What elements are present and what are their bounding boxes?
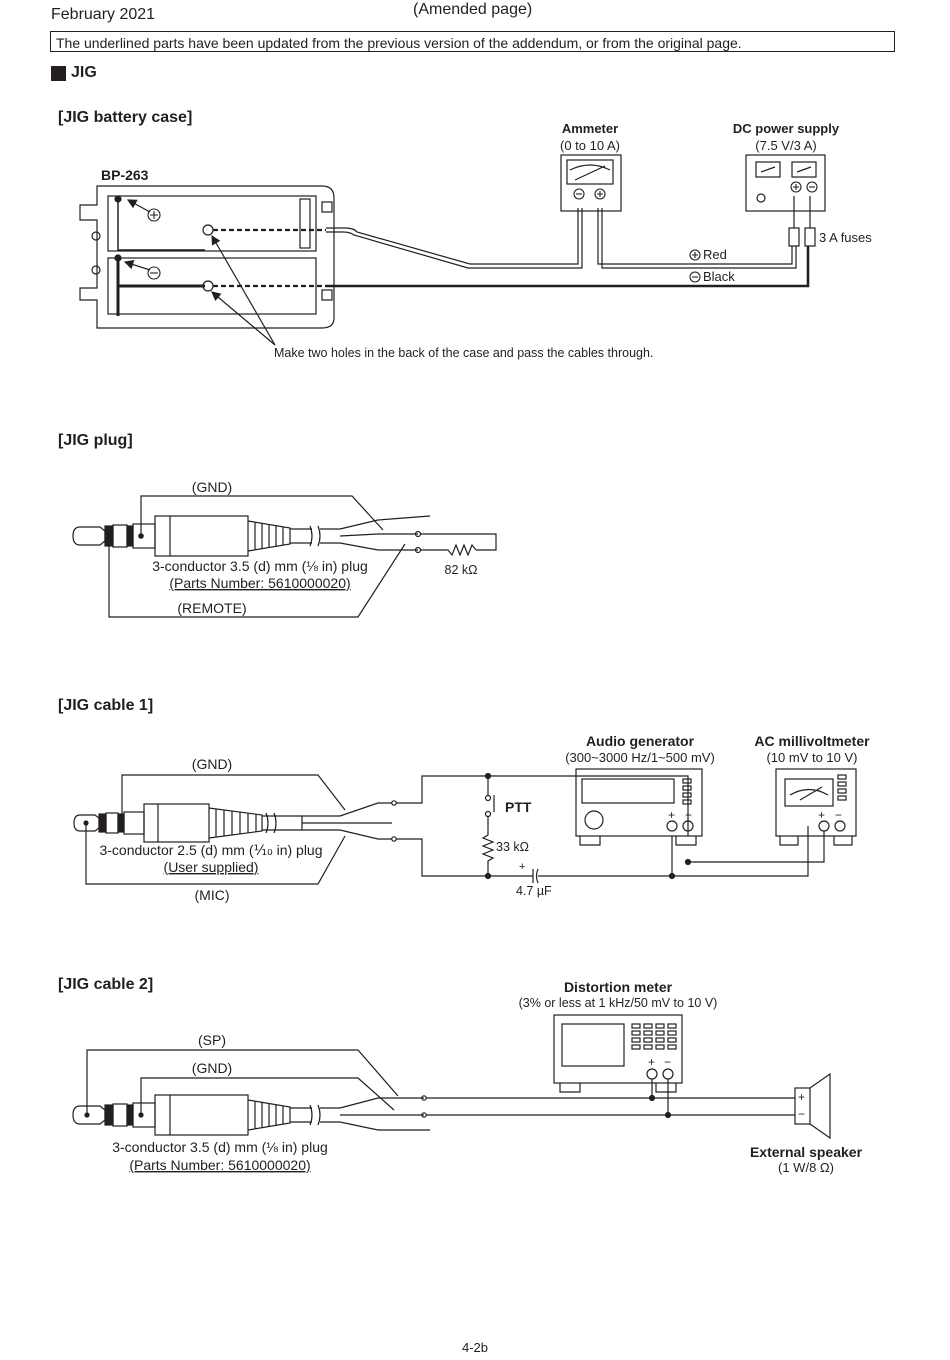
- section-marker: [51, 66, 66, 81]
- red-label: Red: [703, 247, 727, 262]
- main-title: JIG: [71, 64, 97, 81]
- cable2-title: [JIG cable 2]: [58, 976, 154, 993]
- jig-plug-diagram: [72, 495, 497, 618]
- audio-gen-spec: (300~3000 Hz/1~500 mV): [565, 750, 715, 765]
- capacitor-plus: +: [519, 861, 525, 873]
- spk-plus: +: [798, 1090, 805, 1104]
- millivoltmeter-box: [775, 768, 857, 837]
- external-speaker: [794, 1087, 811, 1125]
- cable1-plug-tip: [73, 814, 100, 832]
- cable1-diagram: [73, 768, 857, 885]
- update-notice: The underlined parts have been updated f…: [50, 31, 895, 52]
- cable2-gnd-label: (GND): [192, 1060, 232, 1076]
- page-number: 4-2b: [461, 1340, 489, 1355]
- plug-remote-label: (REMOTE): [177, 600, 246, 616]
- mv-minus: −: [835, 808, 842, 822]
- pack-label: BP-263: [101, 167, 149, 183]
- distortion-spec: (3% or less at 1 kHz/50 mV to 10 V): [519, 996, 718, 1010]
- dist-plus: +: [648, 1055, 655, 1069]
- amended-label: (Amended page): [413, 1, 533, 18]
- agen-plus: +: [668, 808, 675, 822]
- battery-symbols: [147, 181, 818, 283]
- cable1-gnd-label: (GND): [192, 756, 232, 772]
- plug-parts-number: (Parts Number: 5610000020): [169, 575, 350, 591]
- battery-case-diagram: [79, 154, 826, 346]
- battery-pack: [79, 185, 335, 329]
- plug-resistor-label: 82 kΩ: [445, 563, 478, 577]
- dist-minus: −: [664, 1055, 671, 1069]
- distortion-meter-box: [553, 1014, 683, 1084]
- cable1-user-supplied: (User supplied): [164, 859, 259, 875]
- holes-note: Make two holes in the back of the case a…: [274, 346, 653, 360]
- audio-gen-title: Audio generator: [586, 733, 695, 749]
- fuses-label: 3 A fuses: [819, 230, 872, 245]
- psu-title: DC power supply: [733, 121, 840, 136]
- plug-desc: 3-conductor 3.5 (d) mm (⅛ in) plug: [152, 558, 368, 574]
- cable2-plug-tip: [72, 1105, 106, 1125]
- capacitor-label: 4.7 µF: [516, 884, 552, 898]
- header-date: February 2021: [51, 6, 156, 23]
- ammeter-box: [560, 154, 622, 212]
- plug-title: [JIG plug]: [58, 432, 133, 449]
- cable1-mic-label: (MIC): [195, 887, 230, 903]
- cable1-resistor-label: 33 kΩ: [496, 840, 529, 854]
- audio-generator-box: [575, 768, 703, 837]
- cable2-parts-number: (Parts Number: 5610000020): [129, 1157, 310, 1173]
- cable2-plug-desc: 3-conductor 3.5 (d) mm (⅛ in) plug: [112, 1139, 328, 1155]
- ammeter-range: (0 to 10 A): [560, 138, 620, 153]
- speaker-spec: (1 W/8 Ω): [778, 1160, 834, 1175]
- mv-plus: +: [818, 808, 825, 822]
- speaker-title: External speaker: [750, 1144, 863, 1160]
- plug-gnd-label: (GND): [192, 479, 232, 495]
- spk-minus: −: [798, 1107, 805, 1121]
- power-supply-box: [745, 154, 826, 212]
- cable1-title: [JIG cable 1]: [58, 697, 154, 714]
- plug-body: [154, 515, 249, 557]
- cable2-diagram: [72, 1014, 831, 1140]
- cable2-sp-label: (SP): [198, 1032, 226, 1048]
- cable1-plug-body: [143, 803, 210, 843]
- cable1-plug-desc: 3-conductor 2.5 (d) mm (⅒ in) plug: [99, 842, 322, 858]
- black-label: Black: [703, 269, 735, 284]
- battery-case-title: [JIG battery case]: [58, 109, 193, 126]
- cable2-plug-body: [154, 1094, 249, 1136]
- millivolt-spec: (10 mV to 10 V): [766, 750, 857, 765]
- millivolt-title: AC millivoltmeter: [754, 733, 870, 749]
- plug-tip: [72, 526, 106, 546]
- agen-minus: −: [685, 808, 692, 822]
- ptt-label: PTT: [505, 799, 532, 815]
- ammeter-title: Ammeter: [562, 121, 618, 136]
- psu-spec: (7.5 V/3 A): [755, 138, 816, 153]
- distortion-title: Distortion meter: [564, 979, 673, 995]
